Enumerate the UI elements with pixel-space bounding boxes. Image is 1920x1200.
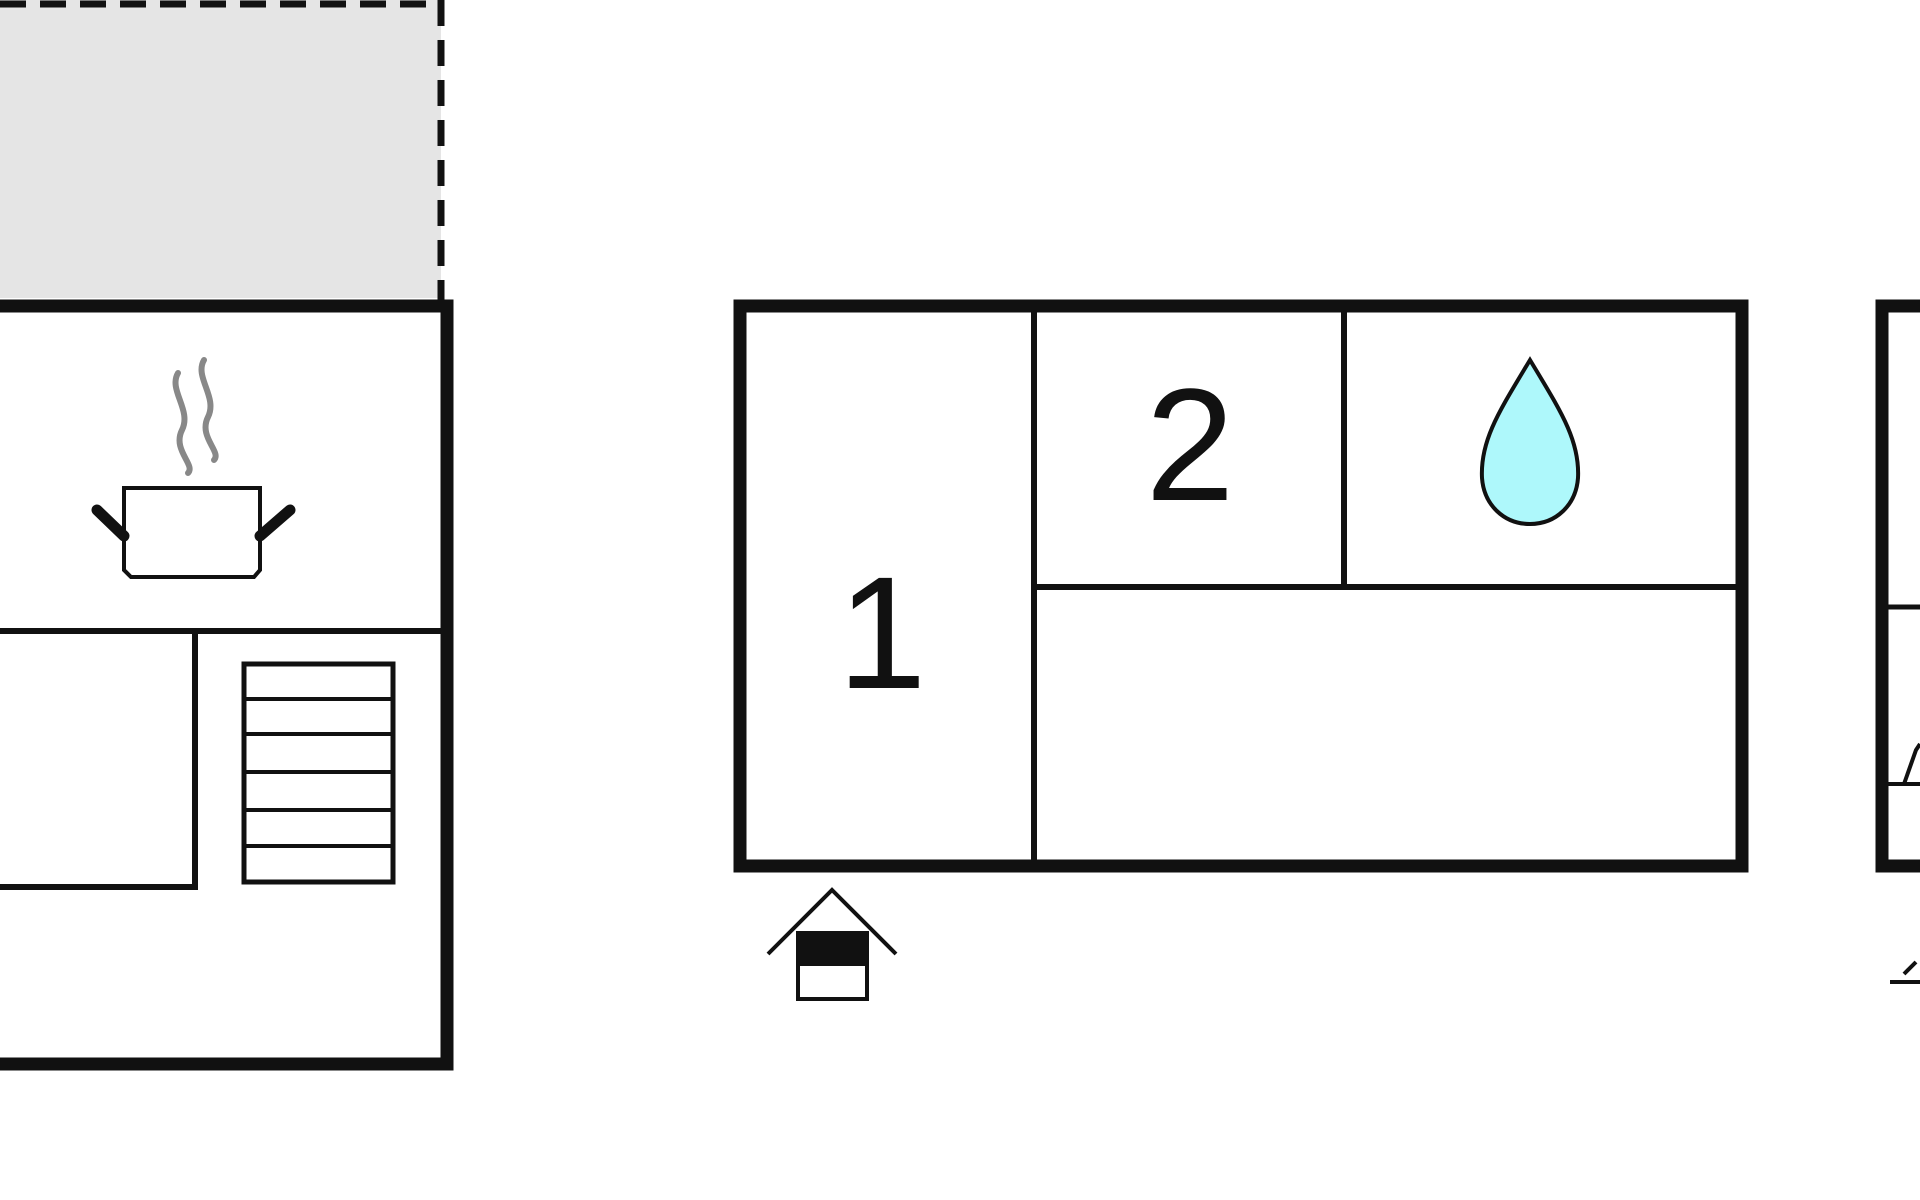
entrance-house-icon <box>766 887 898 1001</box>
left-building <box>0 0 454 1071</box>
room-number-1: 1 <box>838 543 927 722</box>
right-building-partial-symbol-stroke <box>1902 960 1918 976</box>
stairs-icon <box>241 661 396 885</box>
room-number-2: 2 <box>1146 355 1235 534</box>
water-drop-icon <box>1479 356 1581 527</box>
right-building-wall <box>1875 299 1920 873</box>
middle-building: 1 2 <box>733 299 1749 1001</box>
small-room-wall <box>0 631 198 890</box>
terrace-area <box>0 0 441 298</box>
left-building-wall <box>0 299 454 1071</box>
cooking-pot-icon <box>91 357 296 579</box>
right-building <box>1875 299 1920 984</box>
right-building-partial-icon <box>1902 742 1920 785</box>
